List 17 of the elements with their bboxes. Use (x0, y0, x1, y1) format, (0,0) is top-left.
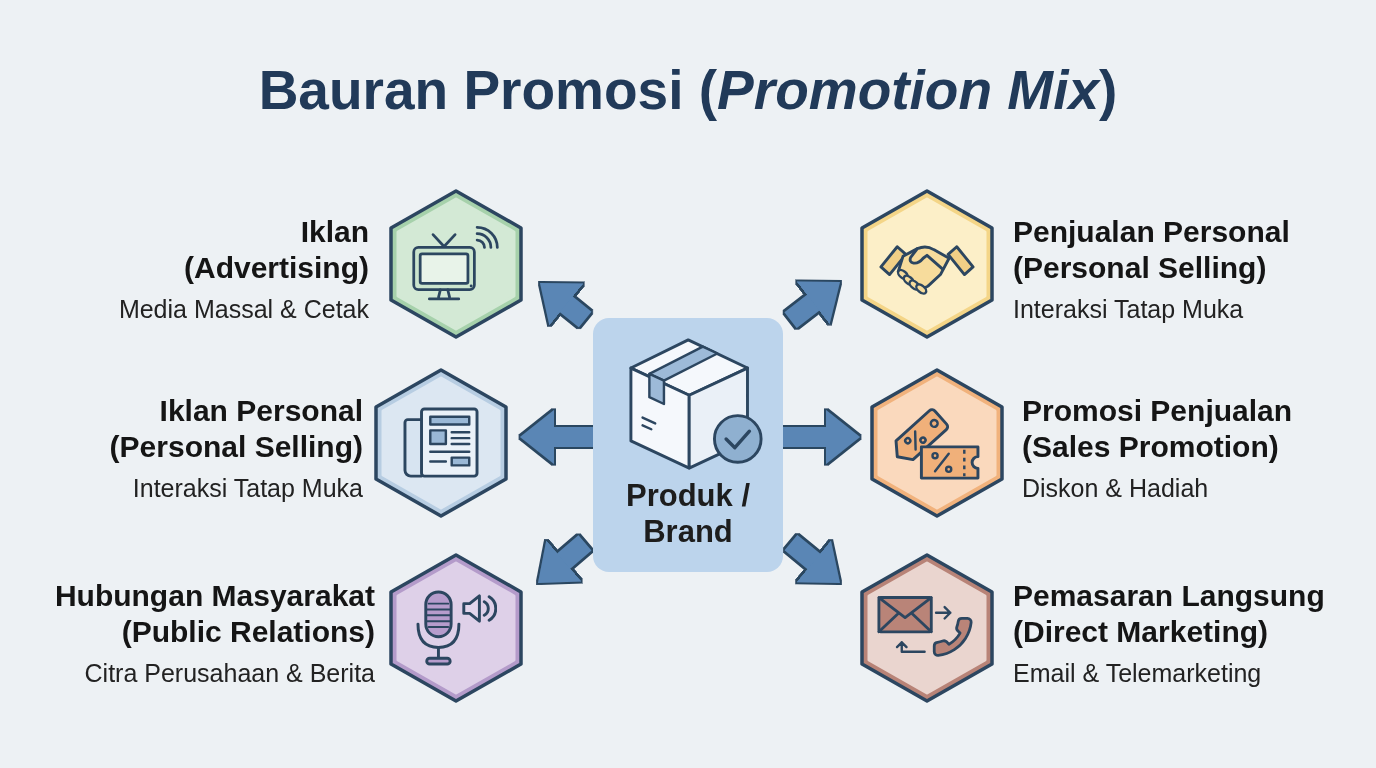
node-heading: Hubungan Masyarakat (Public Relations) (54, 578, 375, 650)
arrow (520, 410, 593, 464)
node-heading: Iklan (Advertising) (184, 214, 369, 286)
node-label: Produk / Brand (625, 478, 751, 550)
arrow (783, 410, 860, 464)
node-heading: Iklan Personal (Personal Selling) (109, 393, 363, 465)
node-subtitle: Media Massal & Cetak (118, 294, 369, 324)
node-subtitle: Email & Telemarketing (1013, 658, 1262, 688)
node-heading: Penjualan Personal (Personal Selling) (1013, 214, 1290, 286)
product-card (593, 318, 783, 572)
node-subtitle: Interaksi Tatap Muka (132, 473, 363, 503)
title: Bauran Promosi (Promotion Mix) (258, 58, 1118, 122)
node-subtitle: Interaksi Tatap Muka (1013, 294, 1244, 324)
node-subtitle: Diskon & Hadiah (1022, 473, 1209, 503)
node-heading: Pemasaran Langsung (Direct Marketing) (1013, 578, 1325, 650)
node-subtitle: Citra Perusahaan & Berita (84, 658, 375, 688)
node-heading: Promosi Penjualan (Sales Promotion) (1022, 393, 1293, 465)
